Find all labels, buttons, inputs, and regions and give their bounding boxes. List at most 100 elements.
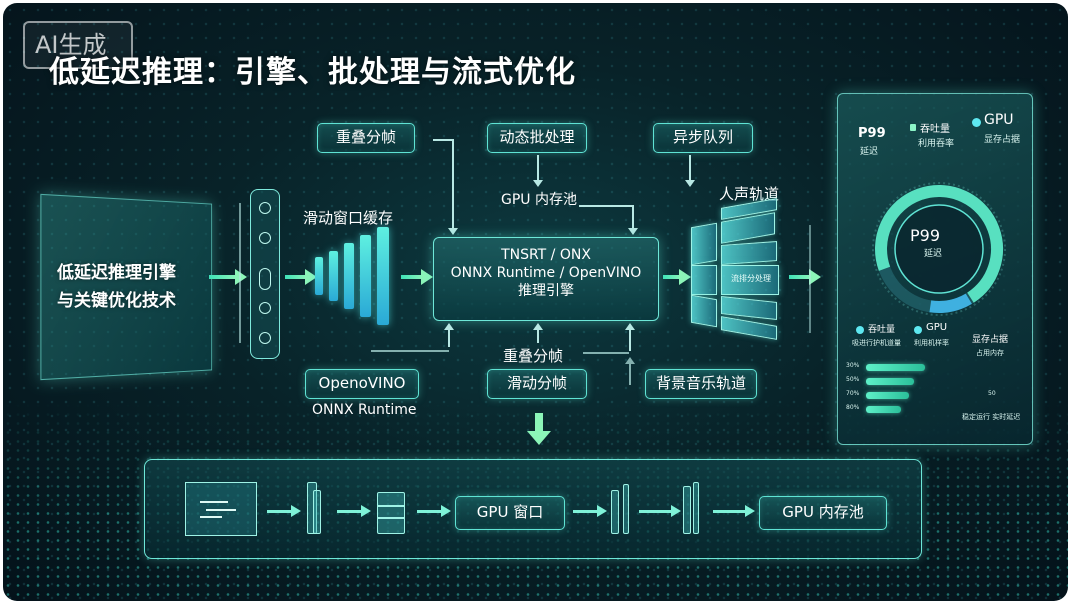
overlap-framing-chip: 重叠分帧 (317, 123, 415, 153)
connector-arrow-up-icon (537, 329, 539, 343)
gauge-value: P99 (910, 226, 940, 245)
strip-node-icon (259, 232, 271, 244)
arrow-right-icon (209, 275, 237, 279)
input-panel-line2: 与关键优化技术 (57, 287, 217, 315)
gauge-sub: 延迟 (924, 246, 942, 259)
throughput-header-sub: 利用吞率 (918, 136, 954, 149)
arrow-right-icon (417, 510, 443, 513)
input-panel-text: 低延迟推理引擎 与关键优化技术 (57, 259, 217, 315)
engine-line2: ONNX Runtime / OpenVINO (434, 264, 658, 282)
utilization-bar (866, 364, 925, 371)
legend-gpu: GPU (926, 322, 947, 333)
track-panel (691, 295, 717, 328)
funnel-bar (329, 251, 338, 301)
arrow-right-icon (267, 510, 293, 513)
page-title: 低延迟推理：引擎、批处理与流式优化 (49, 47, 576, 91)
utilization-bar (866, 378, 914, 385)
connector-arrow-up-icon (629, 329, 631, 351)
engine-line1: TNSRT / ONX (434, 246, 658, 264)
slab-icon (313, 490, 321, 534)
bar-label: 30% (846, 362, 859, 369)
track-panel (691, 265, 717, 295)
gpu-window-chip: GPU 窗口 (455, 496, 565, 530)
arrow-down-head-icon (527, 431, 551, 445)
utilization-bar (866, 392, 909, 399)
onnx-runtime-label: ONNX Runtime (312, 402, 416, 418)
strip-node-icon (259, 302, 271, 314)
arrow-right-icon (663, 275, 681, 279)
connector-arrow-up-icon (448, 329, 450, 347)
gpu-dot-icon (972, 118, 981, 127)
slab-icon (611, 490, 619, 534)
sliding-framing-chip: 滑动分帧 (487, 369, 587, 399)
legend-dot-icon (914, 326, 922, 334)
connector-line (583, 352, 629, 354)
strip-node-icon (259, 332, 271, 344)
gpu-header: GPU (984, 112, 1014, 128)
gpu-memory-pool-chip: GPU 内存池 (759, 496, 887, 530)
legend-throughput: 吞吐量 (868, 322, 895, 335)
arrow-right-icon (639, 510, 673, 513)
arrow-down-icon (535, 413, 543, 433)
bracket-line (239, 203, 241, 343)
connector-arrow-down-icon (452, 139, 454, 229)
input-frame-icon (185, 482, 257, 536)
input-panel-line1: 低延迟推理引擎 (57, 259, 217, 287)
p99-header: P99 (858, 126, 886, 141)
strip-node-icon (259, 268, 271, 290)
legend-vram: 显存占据 (972, 332, 1008, 345)
overlap-framing-label: 重叠分帧 (503, 345, 563, 366)
arrow-right-icon (573, 510, 599, 513)
memory-stack-icon (377, 492, 405, 534)
connector-arrow-down-icon (689, 155, 691, 181)
gpu-header-sub: 显存占据 (984, 132, 1020, 145)
slab-icon (693, 482, 699, 534)
legend-throughput-sub: 吸进行护机道量 (852, 338, 901, 348)
bar-label: 70% (846, 390, 859, 397)
openvino-chip: OpenoVINO (305, 369, 419, 399)
dynamic-batching-chip: 动态批处理 (487, 123, 587, 153)
sliding-window-cache-label: 滑动窗口缓存 (303, 207, 393, 228)
connector-line (371, 350, 449, 352)
p99-header-sub: 延迟 (860, 144, 878, 157)
diagram-canvas: AI生成 低延迟推理：引擎、批处理与流式优化 低延迟推理引擎 与关键优化技术 滑… (3, 3, 1068, 601)
stream-processing-label: 流排分处理 (731, 273, 771, 284)
module-strip (250, 189, 280, 359)
bar-label: 50% (846, 376, 859, 383)
panel-footer: 稳定运行 实时延迟 (962, 412, 1020, 422)
utilization-bar (866, 406, 901, 413)
track-panel (721, 241, 777, 265)
gpu-memory-pool-label: GPU 内存池 (501, 189, 577, 209)
async-queue-chip: 异步队列 (653, 123, 753, 153)
funnel-bar (344, 243, 354, 309)
legend-gpu-sub: 利用机样率 (914, 338, 949, 348)
funnel-bar (315, 257, 323, 295)
legend-dot-icon (856, 326, 864, 334)
legend-vram-sub: 占用内存 (976, 348, 1004, 358)
inference-engine-box: TNSRT / ONX ONNX Runtime / OpenVINO 推理引擎 (433, 237, 659, 321)
bracket-line (809, 225, 811, 333)
pipeline-band: GPU 窗口 GPU 内存池 (144, 459, 922, 559)
track-panel (691, 223, 717, 266)
strip-node-icon (259, 202, 271, 214)
connector-arrow-down-icon (632, 205, 634, 229)
arrow-right-icon (337, 510, 363, 513)
slab-icon (683, 486, 691, 534)
arrow-right-icon (401, 275, 423, 279)
connector-arrow-up-icon (629, 363, 631, 385)
metrics-panel: P99 延迟 吞吐量 利用吞率 GPU 显存占据 P99 延迟 吞吐量 吸进行护… (837, 93, 1033, 445)
bar-label: 80% (846, 404, 859, 411)
bgm-track-chip: 背景音乐轨道 (645, 369, 757, 399)
arrow-right-icon (789, 275, 811, 279)
connector-arrow-down-icon (537, 155, 539, 181)
arrow-right-icon (285, 275, 307, 279)
connector-line (433, 139, 453, 141)
throughput-icon (910, 124, 916, 131)
slab-icon (623, 484, 629, 534)
engine-line3: 推理引擎 (434, 282, 658, 300)
throughput-header: 吞吐量 (920, 120, 950, 135)
bar-side-label: 50 (988, 390, 996, 397)
funnel-bar (377, 227, 389, 325)
arrow-right-icon (713, 510, 747, 513)
connector-line (579, 205, 633, 207)
